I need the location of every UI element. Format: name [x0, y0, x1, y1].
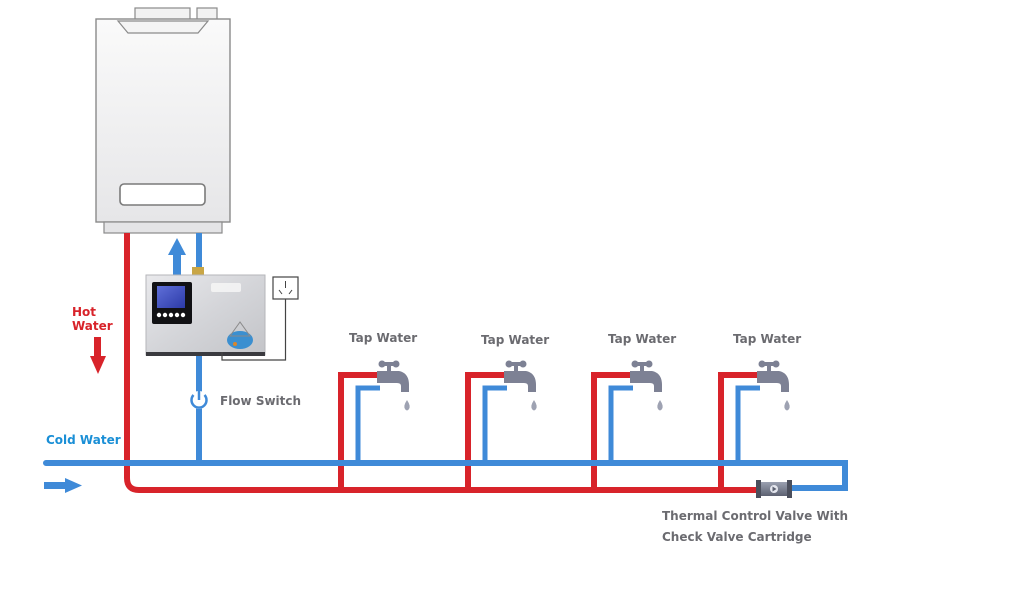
- faucet-icon: [377, 360, 410, 411]
- water-drop-icon: [404, 400, 410, 411]
- pump-logo-icon: [227, 321, 253, 349]
- water-drop-icon: [657, 400, 663, 411]
- hot-riser-4: [718, 372, 758, 490]
- heater-display-window: [119, 183, 206, 206]
- valve-label-line2: Check Valve Cartridge: [662, 530, 812, 544]
- heater-top-bevel: [116, 20, 210, 34]
- faucet-icon: [504, 360, 537, 411]
- tap-label-1: Tap Water: [349, 331, 418, 345]
- pump-brand-mark: [211, 283, 241, 292]
- tap-label-4: Tap Water: [733, 332, 802, 346]
- cold-riser-4: [735, 385, 760, 463]
- hot-riser-2: [465, 372, 505, 490]
- cold-water-pipes: [43, 233, 848, 491]
- hot-water-label: Hot Water: [72, 305, 113, 333]
- hot-riser-3: [591, 372, 631, 490]
- brass-fitting: [192, 267, 204, 276]
- cold-riser-3: [608, 385, 633, 463]
- hot-water-pipes: [124, 233, 760, 493]
- faucet-icon: [630, 360, 663, 411]
- pump-screen: [157, 286, 185, 308]
- cold-water-label: Cold Water: [46, 433, 121, 447]
- valve-label-line1: Thermal Control Valve With: [662, 509, 849, 523]
- hot-riser-1: [338, 372, 378, 490]
- faucet-icon: [757, 360, 790, 411]
- hot-water-label-line2: Water: [72, 319, 113, 333]
- heater-base: [103, 221, 223, 234]
- hot-water-label-line1: Hot: [72, 305, 97, 319]
- hot-main-line: [124, 233, 760, 493]
- power-wire: [221, 299, 287, 361]
- valve-label: Thermal Control Valve With Check Valve C…: [662, 506, 848, 548]
- water-drop-icon: [531, 400, 537, 411]
- cold-right-arrow-icon: [44, 478, 82, 493]
- cold-main-line: [43, 460, 848, 491]
- heater-vent: [196, 7, 218, 21]
- pump-buttons: [156, 312, 186, 318]
- recirculation-pump: [145, 267, 266, 356]
- tap-label-2: Tap Water: [481, 333, 550, 347]
- up-arrow-icon: [168, 238, 186, 276]
- flow-switch-icon: [190, 390, 208, 409]
- tap-label-3: Tap Water: [608, 332, 677, 346]
- water-drop-icon: [784, 400, 790, 411]
- thermal-control-valve: [756, 480, 792, 498]
- cold-riser-2: [482, 385, 507, 463]
- water-heater: [95, 7, 231, 234]
- flow-switch-label: Flow Switch: [220, 394, 302, 408]
- pump-base: [146, 352, 265, 356]
- cold-riser-1: [355, 385, 380, 463]
- power-socket: [221, 276, 299, 361]
- hot-down-arrow-icon: [90, 337, 106, 374]
- heater-flue: [134, 7, 191, 21]
